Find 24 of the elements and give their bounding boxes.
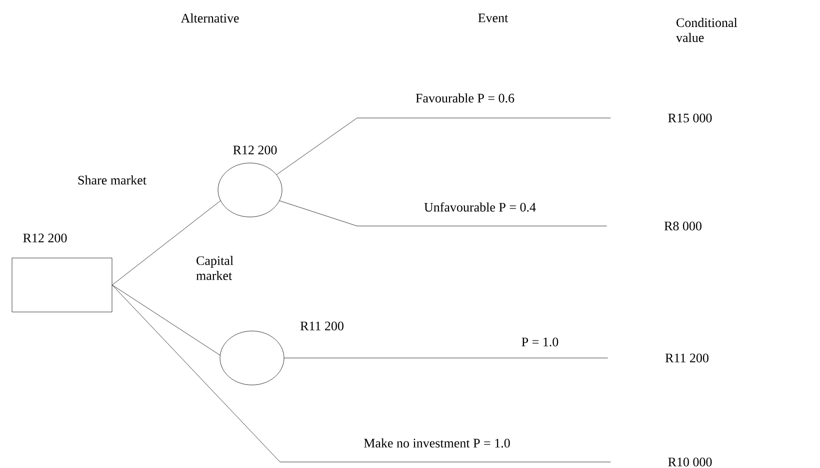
branch-line <box>112 284 611 462</box>
column-heading: Event <box>478 14 508 22</box>
edge-label: Share market <box>78 175 146 185</box>
branch-line <box>112 284 220 356</box>
column-heading: Conditional value <box>676 18 738 42</box>
branch-line <box>112 200 221 286</box>
edge-label: P = 1.0 <box>522 338 558 346</box>
edge-label: Make no investment P = 1.0 <box>364 438 510 448</box>
chance-circle <box>218 162 282 218</box>
column-heading: Alternative <box>180 13 239 23</box>
value-label: R15 000 <box>668 114 712 122</box>
edge-label: Unfavourable P = 0.4 <box>424 202 536 212</box>
value-label: R10 000 <box>668 458 712 466</box>
value-label: R11 200 <box>665 354 708 362</box>
value-label: R8 000 <box>664 222 702 230</box>
edge-label: Favourable P = 0.6 <box>416 93 514 103</box>
value-label: R12 200 <box>233 146 277 154</box>
value-label: R12 200 <box>23 234 67 242</box>
branch-line <box>279 200 608 226</box>
branch-line <box>276 118 611 175</box>
decision-box <box>12 258 112 312</box>
value-label: R11 200 <box>300 322 344 330</box>
chance-circle <box>220 330 284 386</box>
edge-label: Capital market <box>196 256 234 280</box>
